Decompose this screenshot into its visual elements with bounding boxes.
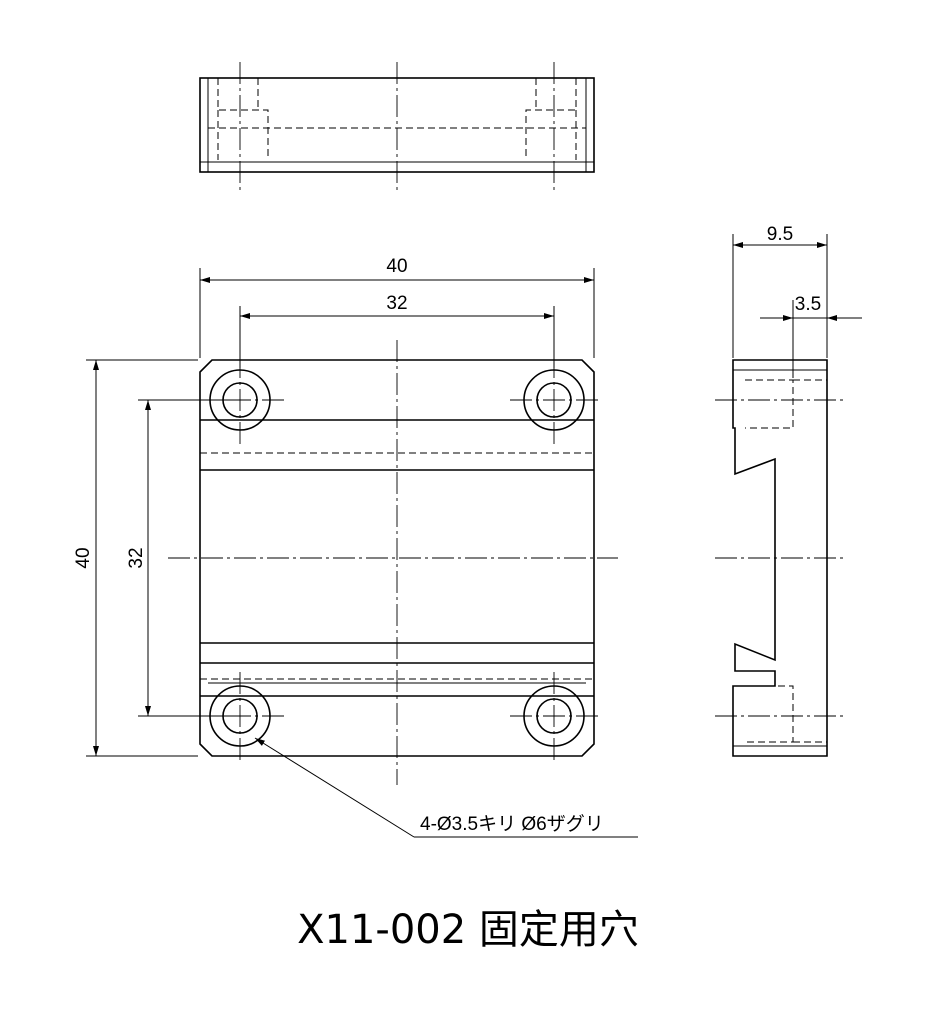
dim-label-side-depth: 9.5 [767,224,793,245]
dim-label-front-hole-pitch-y: 32 [126,547,147,568]
dimension-side-depth: 9.5 [732,224,828,358]
drawing-title: X11-002 固定用穴 [297,907,639,953]
hole-callout-text: 4-Ø3.5キリ Ø6ザグリ [420,813,604,835]
hole-callout: 4-Ø3.5キリ Ø6ザグリ [254,737,638,838]
dimension-front-hole-pitch-y: 32 [126,399,232,717]
dimension-front-width: 40 [199,256,595,358]
dimension-front-hole-pitch-x: 32 [239,293,555,368]
dim-label-front-width: 40 [386,256,407,277]
dimension-front-height: 40 [73,359,198,757]
side-view [715,359,845,757]
front-view [168,340,618,785]
dim-label-front-hole-pitch-x: 32 [386,293,407,314]
top-view [199,62,595,190]
dimension-side-counterbore-depth: 3.5 [760,294,862,378]
dim-label-front-height: 40 [73,547,94,568]
dim-label-side-counterbore-depth: 3.5 [795,294,821,315]
